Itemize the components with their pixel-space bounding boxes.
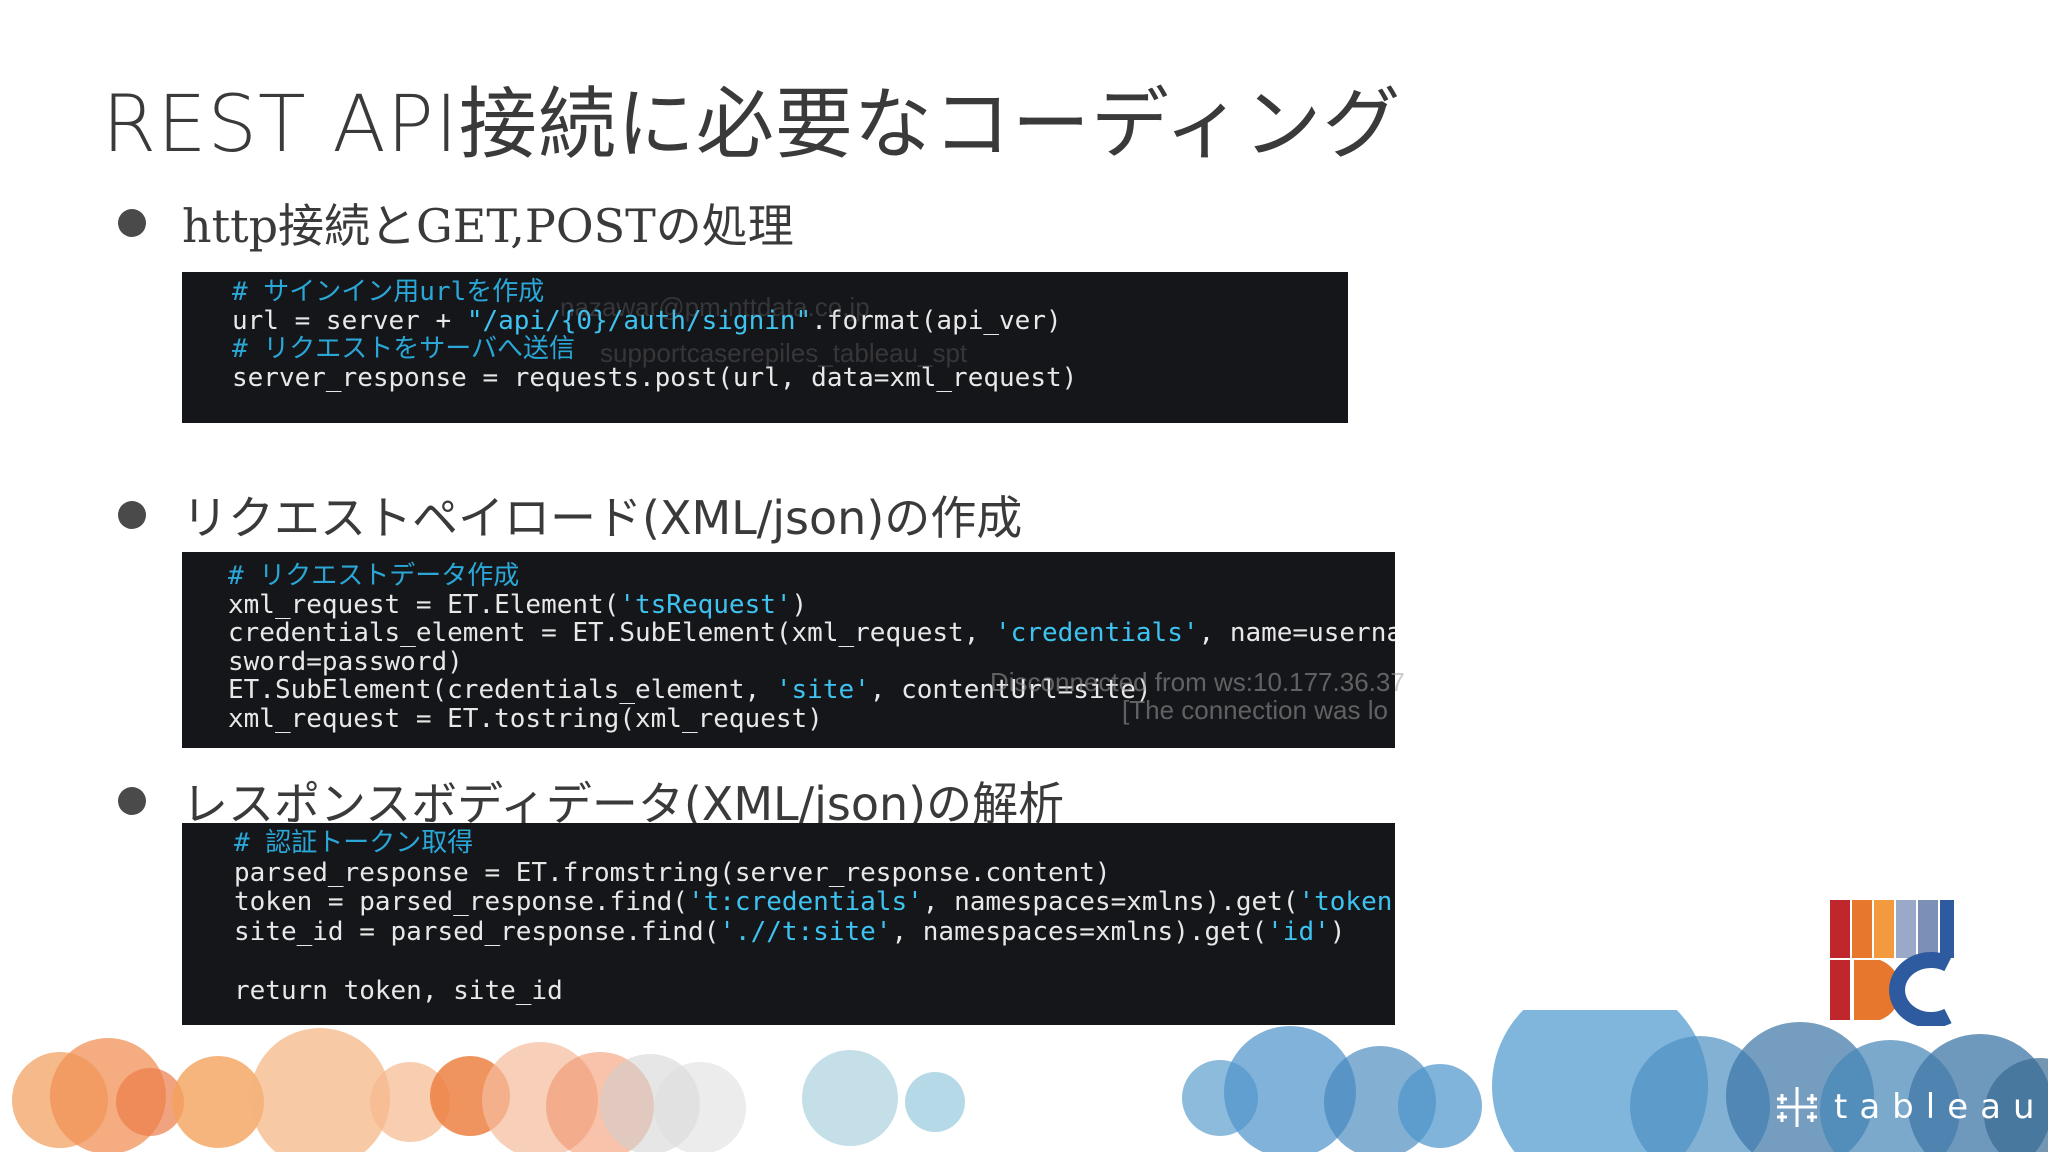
tableau-wordmark: tableau [1834,1087,2047,1127]
code-text: , name=username, pas [1198,618,1395,648]
code-line: sword=password) [228,646,1395,677]
code-line: url = server + "/api/{0}/auth/signin".fo… [232,305,1348,336]
code-string: './/t:site' [719,916,892,947]
code-line: # 認証トークン取得 [234,828,1395,859]
code-text: parsed_response = ET.fromstring(server_r… [234,857,1111,888]
code-line: server_response = requests.post(url, dat… [232,362,1348,393]
code-line: xml_request = ET.tostring(xml_request) [228,703,1395,734]
code-comment: # 認証トークン取得 [234,828,474,858]
code-text: token = parsed_response.find( [234,887,688,917]
bullet-dot-icon [118,501,146,529]
code-text: xml_request = ET.tostring(xml_request) [228,703,823,734]
code-text: server_response = requests.post(url, dat… [232,362,1078,393]
tableau-logo: tableau [1772,1082,2047,1132]
code-text: return token, site_id [234,975,563,1006]
code-line: parsed_response = ET.fromstring(server_r… [234,857,1395,889]
decorative-bubbles [12,1010,2048,1152]
code-text: ET.SubElement(credentials_element, [228,675,776,705]
code-line: site_id = parsed_response.find('.//t:sit… [234,916,1395,948]
code-line: ET.SubElement(credentials_element, 'site… [228,676,1395,705]
code-string: 'id' [1267,916,1330,947]
ghost-disconnect-text: Disconnected from ws:10.177.36.37 [990,667,1405,697]
ghost-email-text: nazawar@pm.nttdata.co.jp [560,292,870,322]
code-text: xml_request = ET.Element( [228,589,620,620]
code-comment: # サインイン用urlを作成 [232,277,545,307]
ghost-feed-text: supportcaserepiles_tableau_spt [600,338,968,368]
code-string: 'credentials' [995,618,1199,648]
code-line: # サインイン用urlを作成 [232,278,1348,307]
bullet-payload: リクエストペイロード(XML/json)の作成 [118,482,1022,548]
code-line: # リクエストデータ作成 [228,562,1395,591]
code-text: , namespaces=xmlns).get( [891,916,1268,947]
code-line: token = parsed_response.find('t:credenti… [234,887,1395,918]
bullet-dot-icon [118,787,146,815]
bullet-response: レスポンスボディデータ(XML/json)の解析 [118,768,1064,834]
code-string: 'tsRequest' [619,589,792,620]
code-text: ) [1329,916,1346,947]
code-string: 't:credentials' [687,887,923,917]
code-string: 'site' [775,675,870,705]
tableau-cross-icon [1777,1087,1817,1127]
code-string: 'token' [1298,887,1395,917]
bullet-http: http接続とGET,POSTの処理 [118,190,794,256]
bullet-text: リクエストペイロード(XML/json)の作成 [182,491,1023,545]
code-text: site_id = parsed_response.find( [234,916,720,947]
code-line: # リクエストをサーバへ送信 [232,335,1348,364]
code-text: sword=password) [228,646,463,677]
code-line: credentials_element = ET.SubElement(xml_… [228,619,1395,648]
ghost-connection-text: [The connection was lo [1122,695,1388,725]
code-line [234,947,1395,977]
code-text: credentials_element = ET.SubElement(xml_… [228,618,996,648]
bullet-text: http接続とGET,POSTの処理 [182,199,794,253]
code-text: .format(api_ver) [811,305,1062,336]
code-comment: # リクエストをサーバへ送信 [232,334,576,364]
bullet-text: レスポンスボディデータ(XML/json)の解析 [182,777,1065,831]
code-text: ) [791,589,808,620]
code-text: , namespaces=xmlns).get( [922,887,1299,917]
code-comment: # リクエストデータ作成 [228,561,520,591]
code-line: xml_request = ET.Element('tsRequest') [228,589,1395,620]
bullet-dot-icon [118,209,146,237]
code-text: , contentUrl=site) [869,675,1152,705]
code-text: url = server + [232,305,467,336]
code-line: return token, site_id [234,975,1395,1007]
idc-logo-icon [1830,900,1954,1026]
slide-title: REST API接続に必要なコーディング [102,80,1402,170]
code-string: "/api/{0}/auth/signin" [466,305,812,336]
